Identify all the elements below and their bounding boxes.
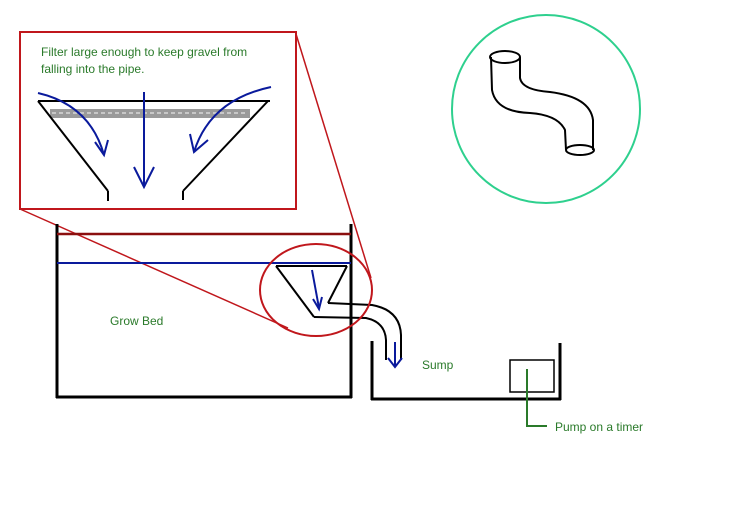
sump-tank: [370, 341, 562, 401]
sump-label: Sump: [422, 358, 454, 372]
s-pipe-icon: [489, 50, 595, 156]
detail-ellipse: [259, 243, 373, 337]
callout-connector-left: [19, 208, 289, 329]
callout-text: Filter large enough to keep gravel from …: [41, 45, 248, 76]
pipe-inset-circle: [451, 14, 641, 204]
enlarged-funnel: [37, 100, 270, 201]
callout-connector-right: [295, 33, 372, 279]
pump-label: Pump on a timer: [555, 420, 644, 434]
grow-bed-label: Grow Bed: [110, 314, 164, 328]
flow-arrows: [37, 86, 272, 190]
bed-funnel-arrow: [311, 269, 403, 369]
pump-box: [509, 359, 555, 393]
bed-funnel: [275, 265, 402, 360]
callout-box: [19, 31, 297, 210]
pump-leader-line: [526, 369, 547, 427]
grow-bed: [55, 224, 353, 399]
